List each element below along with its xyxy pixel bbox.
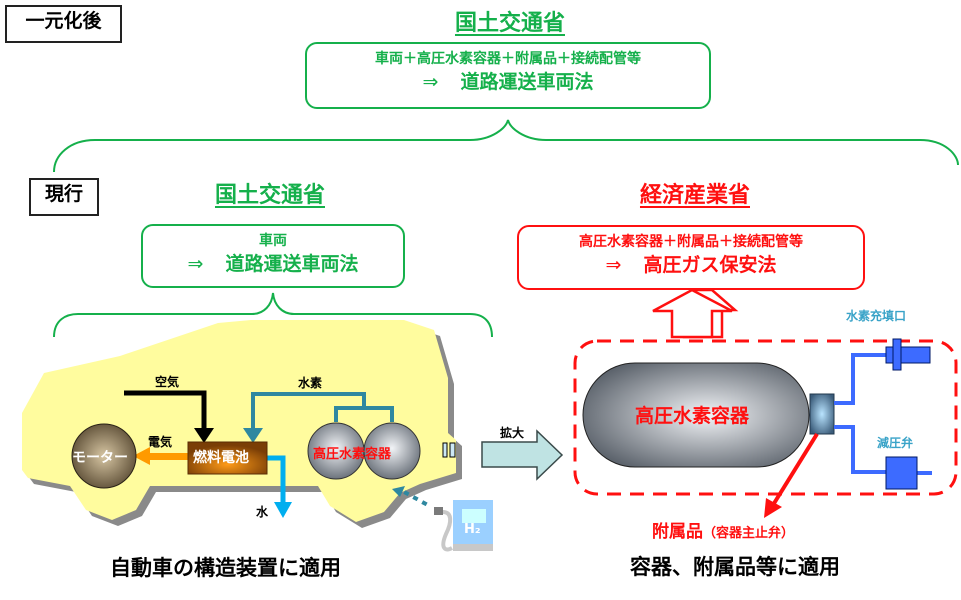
current-meti-scope: 高圧水素容器＋附属品＋接続配管等: [579, 234, 803, 250]
current-mlit-law-line: ⇒ 道路運送車両法: [143, 251, 403, 277]
unified-law-line: ⇒ 道路運送車両法: [307, 69, 709, 95]
motor-label: モーター: [72, 450, 128, 466]
station-h2-label: H₂: [464, 522, 481, 537]
filler-flap-icon: [442, 442, 456, 458]
top-brace: [53, 119, 959, 173]
car-brace: [53, 292, 493, 338]
hydrogen-station-icon: [434, 500, 493, 552]
large-tank-shape: [582, 362, 810, 468]
vehicle-caption: 自動車の構造装置に適用: [110, 556, 341, 580]
fuel-cell-label: 燃料電池: [193, 450, 249, 466]
fill-port-label: 水素充填口: [846, 309, 907, 323]
fuel-cell-box: [187, 441, 268, 475]
current-meti-title: 経済産業省: [639, 183, 750, 208]
current-meti-law: 高圧ガス保安法: [643, 254, 777, 276]
implies-symbol: ⇒: [422, 71, 439, 93]
water-flow-arrow: [266, 455, 292, 518]
accessory-label-group: 附属品（容器主止弁）: [652, 517, 794, 542]
current-mlit-title: 国土交通省: [214, 183, 325, 208]
unified-law: 道路運送車両法: [460, 71, 594, 93]
implies-symbol: ⇒: [187, 253, 204, 275]
enlarge-arrow: [481, 429, 564, 481]
current-meti-law-line: ⇒ 高圧ガス保安法: [519, 252, 863, 278]
air-label: 空気: [155, 375, 180, 389]
air-flow-arrow: [124, 390, 214, 443]
tank-enlarged-dashed-frame: [573, 339, 958, 496]
large-tank-label: 高圧水素容器: [635, 405, 750, 427]
unified-ministry-title: 国土交通省: [454, 11, 565, 36]
electricity-label: 電気: [148, 435, 173, 449]
piping: [834, 353, 932, 475]
current-mlit-law: 道路運送車両法: [225, 253, 359, 275]
pressure-reducer-label: 減圧弁: [877, 436, 914, 450]
enlarge-label: 拡大: [500, 426, 525, 440]
unified-law-box: 車両＋高圧水素容器＋附属品＋接続配管等 ⇒ 道路運送車両法: [305, 42, 711, 109]
water-label: 水: [256, 505, 269, 519]
car-tank-right: [363, 422, 421, 480]
hydrogen-flow-arrow: [251, 392, 394, 430]
fill-port-icon: [885, 338, 931, 371]
hydrogen-arrowhead: [243, 428, 263, 443]
after-unification-label: 一元化後: [5, 5, 122, 43]
unified-scope: 車両＋高圧水素容器＋附属品＋接続配管等: [375, 51, 641, 67]
hydrogen-label: 水素: [298, 376, 323, 390]
implies-symbol: ⇒: [605, 254, 622, 276]
current-meti-law-box: 高圧水素容器＋附属品＋接続配管等 ⇒ 高圧ガス保安法: [517, 225, 865, 290]
motor-circle: [71, 423, 137, 489]
accessory-pointer-arrow: [764, 432, 819, 518]
current-label: 現行: [29, 178, 99, 216]
pressure-reducer-icon: [885, 456, 918, 490]
current-mlit-scope: 車両: [259, 233, 287, 249]
refuel-dotted-arrow: [392, 486, 428, 507]
electricity-flow-arrow: [133, 447, 190, 465]
tank-caption: 容器、附属品等に適用: [630, 555, 840, 579]
current-mlit-law-box: 車両 ⇒ 道路運送車両法: [141, 224, 405, 288]
accessory-label: 附属品: [652, 522, 703, 542]
main-valve-block: [809, 393, 835, 435]
car-tank-label: 高圧水素容器: [313, 447, 392, 462]
accessory-detail: （容器主止弁）: [703, 526, 795, 541]
